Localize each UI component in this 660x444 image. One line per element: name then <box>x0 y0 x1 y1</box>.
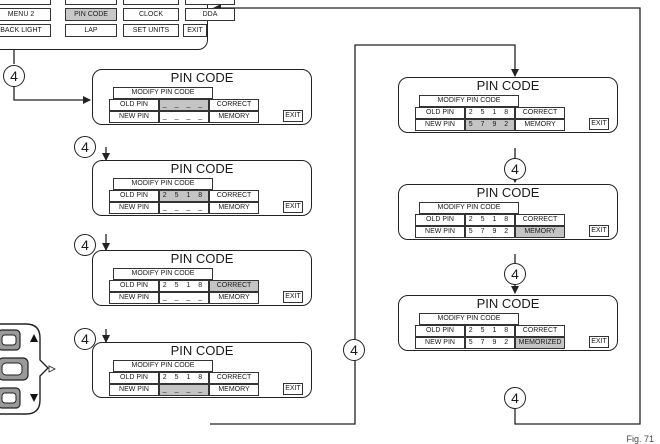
modify-pin-code-label: MODIFY PIN CODE <box>113 178 213 190</box>
menu-item-abs[interactable]: ABS <box>185 0 235 5</box>
old-pin-label: OLD PIN <box>109 280 159 292</box>
panel-title: PIN CODE <box>170 70 234 85</box>
menu-item-exit[interactable]: EXIT <box>183 24 207 37</box>
exit-button[interactable]: EXIT <box>283 291 303 303</box>
new-pin-value[interactable]: _ _ _ _ <box>159 111 209 123</box>
step-circle: 4 <box>74 234 96 256</box>
right-arrow-icon <box>48 365 56 373</box>
panel-title: PIN CODE <box>170 251 234 266</box>
old-pin-value[interactable]: 2 5 1 8 <box>159 372 209 384</box>
step-circle: 4 <box>504 158 526 180</box>
modify-pin-code-label: MODIFY PIN CODE <box>113 87 213 99</box>
exit-button[interactable]: EXIT <box>283 383 303 395</box>
new-pin-value[interactable]: 5 7 9 2 <box>465 337 515 349</box>
old-pin-value[interactable]: 2 5 1 8 <box>465 325 515 337</box>
exit-button[interactable]: EXIT <box>283 110 303 122</box>
step-circle: 4 <box>74 136 96 158</box>
old-pin-value[interactable]: 2 5 1 8 <box>159 190 209 202</box>
exit-button[interactable]: EXIT <box>589 336 609 348</box>
memory-button[interactable]: MEMORY <box>515 226 565 238</box>
correct-button[interactable]: CORRECT <box>209 190 259 202</box>
menu-item-dda[interactable]: DDA <box>185 8 235 21</box>
new-pin-value[interactable]: _ _ _ _ <box>159 202 209 214</box>
panel-title: PIN CODE <box>476 78 540 93</box>
old-pin-label: OLD PIN <box>415 214 465 226</box>
menu-item-riding-mode[interactable]: RIDING MODE <box>0 0 51 5</box>
old-pin-value[interactable]: _ _ _ _ <box>159 99 209 111</box>
down-arrow-icon <box>30 394 38 402</box>
new-pin-label: NEW PIN <box>415 226 465 238</box>
step-circle: 4 <box>504 263 526 285</box>
memory-button[interactable]: MEMORY <box>209 202 259 214</box>
correct-button[interactable]: CORRECT <box>209 280 259 292</box>
new-pin-value[interactable]: _ _ _ _ <box>159 292 209 304</box>
figure-label: Fig. 71 <box>626 434 654 444</box>
panel-title: PIN CODE <box>170 161 234 176</box>
panel-title: PIN CODE <box>170 343 234 358</box>
menu-item-menu-2[interactable]: MENU 2 <box>0 8 51 21</box>
menu-item-set-units[interactable]: SET UNITS <box>123 24 179 37</box>
handlebar-switch-icon <box>0 323 56 415</box>
menu-item-rpm[interactable]: RPM <box>65 0 117 5</box>
correct-button[interactable]: CORRECT <box>515 107 565 119</box>
menu-item-lap[interactable]: LAP <box>65 24 117 37</box>
step-circle: 4 <box>343 339 365 361</box>
old-pin-label: OLD PIN <box>109 190 159 202</box>
panel-title: PIN CODE <box>476 185 540 200</box>
new-pin-label: NEW PIN <box>415 119 465 131</box>
new-pin-label: NEW PIN <box>109 111 159 123</box>
memory-button[interactable]: MEMORY <box>209 384 259 396</box>
exit-button[interactable]: EXIT <box>589 118 609 130</box>
menu-item-pin-code[interactable]: PIN CODE <box>65 8 117 21</box>
up-arrow-icon <box>30 334 38 342</box>
menu-item-battery[interactable]: BATTERY <box>123 0 179 5</box>
new-pin-label: NEW PIN <box>109 384 159 396</box>
new-pin-label: NEW PIN <box>415 337 465 349</box>
correct-button[interactable]: CORRECT <box>209 372 259 384</box>
new-pin-value[interactable]: _ _ _ _ <box>159 384 209 396</box>
exit-button[interactable]: EXIT <box>283 201 303 213</box>
modify-pin-code-label: MODIFY PIN CODE <box>419 202 519 214</box>
correct-button[interactable]: CORRECT <box>515 325 565 337</box>
memory-button[interactable]: MEMORY <box>515 119 565 131</box>
new-pin-value[interactable]: 5 7 9 2 <box>465 226 515 238</box>
new-pin-label: NEW PIN <box>109 202 159 214</box>
menu-item-back-light[interactable]: BACK LIGHT <box>0 24 51 37</box>
memory-button[interactable]: MEMORY <box>209 111 259 123</box>
new-pin-label: NEW PIN <box>109 292 159 304</box>
old-pin-value[interactable]: 2 5 1 8 <box>465 214 515 226</box>
menu-item-clock[interactable]: CLOCK <box>123 8 179 21</box>
exit-button[interactable]: EXIT <box>589 225 609 237</box>
old-pin-label: OLD PIN <box>109 372 159 384</box>
correct-button[interactable]: CORRECT <box>515 214 565 226</box>
modify-pin-code-label: MODIFY PIN CODE <box>113 268 213 280</box>
step-circle: 4 <box>504 387 526 409</box>
panel-title: PIN CODE <box>476 296 540 311</box>
memory-button[interactable]: MEMORIZED <box>515 337 565 349</box>
memory-button[interactable]: MEMORY <box>209 292 259 304</box>
old-pin-label: OLD PIN <box>109 99 159 111</box>
new-pin-value[interactable]: 5 7 9 2 <box>465 119 515 131</box>
step-circle: 4 <box>74 328 96 350</box>
display-menu: RIDING MODE RPM BATTERY ABS MENU 2 PIN CODE CL… <box>0 0 235 50</box>
old-pin-value[interactable]: 2 5 1 8 <box>159 280 209 292</box>
old-pin-label: OLD PIN <box>415 107 465 119</box>
modify-pin-code-label: MODIFY PIN CODE <box>419 95 519 107</box>
old-pin-label: OLD PIN <box>415 325 465 337</box>
correct-button[interactable]: CORRECT <box>209 99 259 111</box>
modify-pin-code-label: MODIFY PIN CODE <box>419 313 519 325</box>
old-pin-value[interactable]: 2 5 1 8 <box>465 107 515 119</box>
step-circle: 4 <box>3 65 25 87</box>
modify-pin-code-label: MODIFY PIN CODE <box>113 360 213 372</box>
